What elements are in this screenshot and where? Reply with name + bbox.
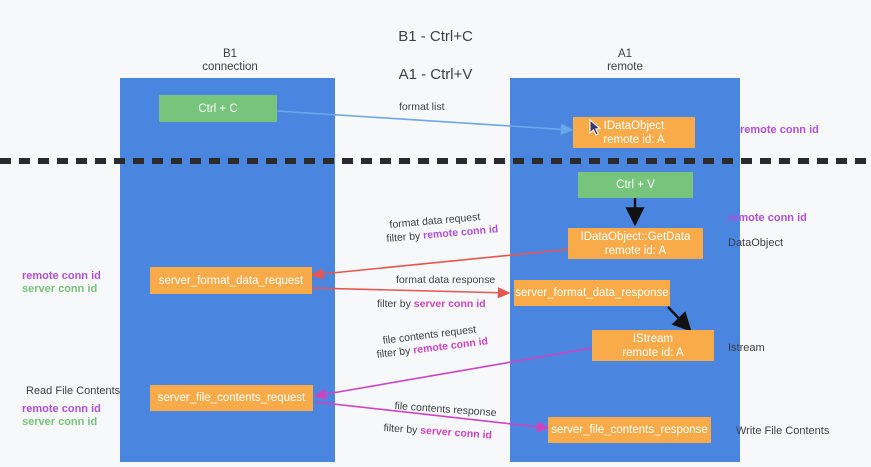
filter-prefix: filter by <box>377 298 414 310</box>
node-server-format-data-request[interactable]: server_format_data_request <box>150 267 312 294</box>
filter-prefix: filter by <box>386 229 424 245</box>
annotation-write-file-contents: Write File Contents <box>736 425 830 437</box>
edge-label-file-contents-response: file contents response <box>394 400 497 420</box>
annotation-remote-conn-id-top: remote conn id <box>740 124 819 136</box>
filter-value-server-conn-id: server conn id <box>419 424 493 442</box>
edge-label-file-contents-response-filter: filter by server conn id <box>383 422 492 443</box>
title-line-1: B1 - Ctrl+C <box>398 28 473 45</box>
node-server-format-data-response[interactable]: server_format_data_response <box>514 280 670 306</box>
annotation-remote-conn-id-mid: remote conn id <box>728 212 807 224</box>
lane-header-a1: A1 remote <box>607 48 643 73</box>
annotation-read-file-contents: Read File Contents <box>26 385 121 397</box>
annotation-istream: Istream <box>728 342 765 354</box>
node-idataobject[interactable]: IDataObject remote id: A <box>573 117 695 148</box>
annotation-dataobject: DataObject <box>728 237 784 249</box>
node-ctrl-c[interactable]: Ctrl + C <box>159 95 277 122</box>
annotation-left-remote-conn-id: remote conn id <box>22 270 101 282</box>
annotation-left-remote-conn-id-2: remote conn id <box>22 403 101 415</box>
edge-label-format-data-response-filter: filter by server conn id <box>377 298 486 311</box>
node-server-file-contents-request[interactable]: server_file_contents_request <box>150 385 313 411</box>
page-title: B1 - Ctrl+C A1 - Ctrl+V <box>0 8 871 103</box>
node-server-file-contents-response[interactable]: server_file_contents_response <box>548 417 711 443</box>
node-idataobject-getdata[interactable]: IDataObject::GetData remote id: A <box>568 228 703 259</box>
annotation-left-server-conn-id-2: server conn id <box>22 416 98 428</box>
node-istream[interactable]: IStream remote id: A <box>592 330 714 361</box>
edge-label-format-list: format list <box>399 101 445 113</box>
title-line-2: A1 - Ctrl+V <box>398 66 473 83</box>
filter-prefix: filter by <box>383 422 421 437</box>
filter-value-server-conn-id: server conn id <box>413 298 486 310</box>
node-ctrl-v[interactable]: Ctrl + V <box>578 172 693 198</box>
edge-label-format-data-response: format data response <box>396 274 496 286</box>
annotation-left-server-conn-id: server conn id <box>22 283 98 295</box>
lane-header-b1: B1 connection <box>202 48 258 73</box>
filter-prefix: filter by <box>376 344 414 361</box>
